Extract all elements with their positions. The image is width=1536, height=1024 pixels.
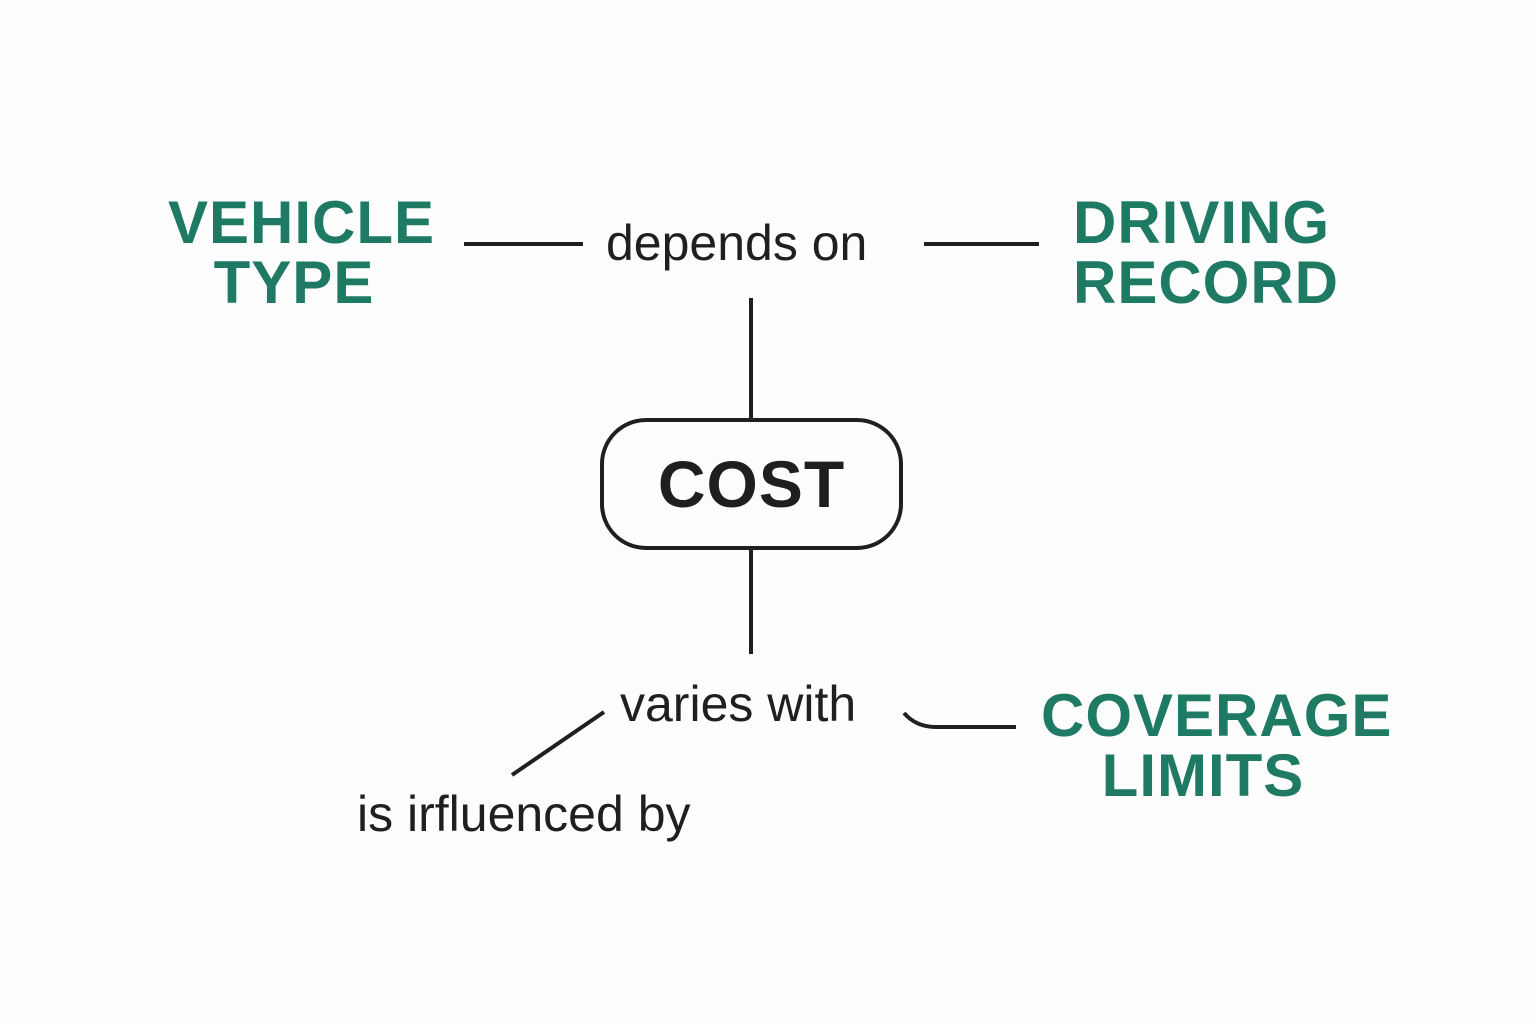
node-driving-record: DRIVING RECORD (1073, 189, 1340, 316)
connector-varies-to-coverage (902, 711, 1016, 729)
node-driving-record-line1: DRIVING (1073, 189, 1331, 256)
relation-depends-on: depends on (606, 215, 868, 271)
connector-varies-to-influenced (510, 710, 606, 777)
node-vehicle-type: VEHICLE TYPE (168, 189, 436, 316)
relation-is-influenced-by: is irfluenced by (357, 786, 691, 842)
node-vehicle-type-line1: VEHICLE (168, 189, 436, 256)
node-vehicle-type-line2: TYPE (213, 249, 375, 316)
node-driving-record-line2: RECORD (1073, 249, 1340, 316)
node-coverage-limits-line1: COVERAGE (1041, 682, 1393, 749)
node-coverage-limits: COVERAGE LIMITS (1041, 682, 1393, 809)
relation-varies-with: varies with (620, 676, 857, 732)
center-node-label: COST (657, 447, 846, 521)
center-node-cost: COST (600, 418, 903, 550)
node-coverage-limits-line2: LIMITS (1101, 742, 1305, 809)
